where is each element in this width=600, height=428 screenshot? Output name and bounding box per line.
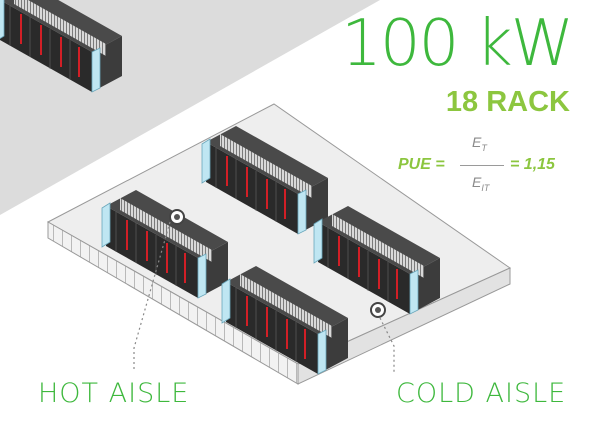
- numerator-subscript: T: [481, 142, 487, 153]
- server-rack-row: [0, 0, 122, 93]
- fraction-bar: [460, 165, 504, 166]
- denominator-symbol: E: [472, 174, 482, 190]
- rack-count: 18 RACK: [445, 86, 570, 118]
- pue-value: = 1,15: [510, 156, 555, 173]
- cold-aisle-label: COLD AISLE: [396, 378, 567, 409]
- denominator-subscript: IT: [481, 182, 490, 193]
- pue-numerator: ET: [472, 134, 487, 153]
- power-rating: 100 kW: [341, 7, 574, 81]
- pue-label: PUE =: [398, 156, 445, 173]
- hot-aisle-label: HOT AISLE: [38, 378, 190, 409]
- pue-denominator: EIT: [472, 174, 489, 193]
- floor-right-edge: [297, 267, 511, 385]
- pue-formula: PUE = ET EIT = 1,15: [398, 134, 578, 194]
- cold-aisle-leader: [379, 317, 395, 372]
- numerator-symbol: E: [472, 134, 482, 150]
- hot-aisle-leader: [133, 221, 171, 372]
